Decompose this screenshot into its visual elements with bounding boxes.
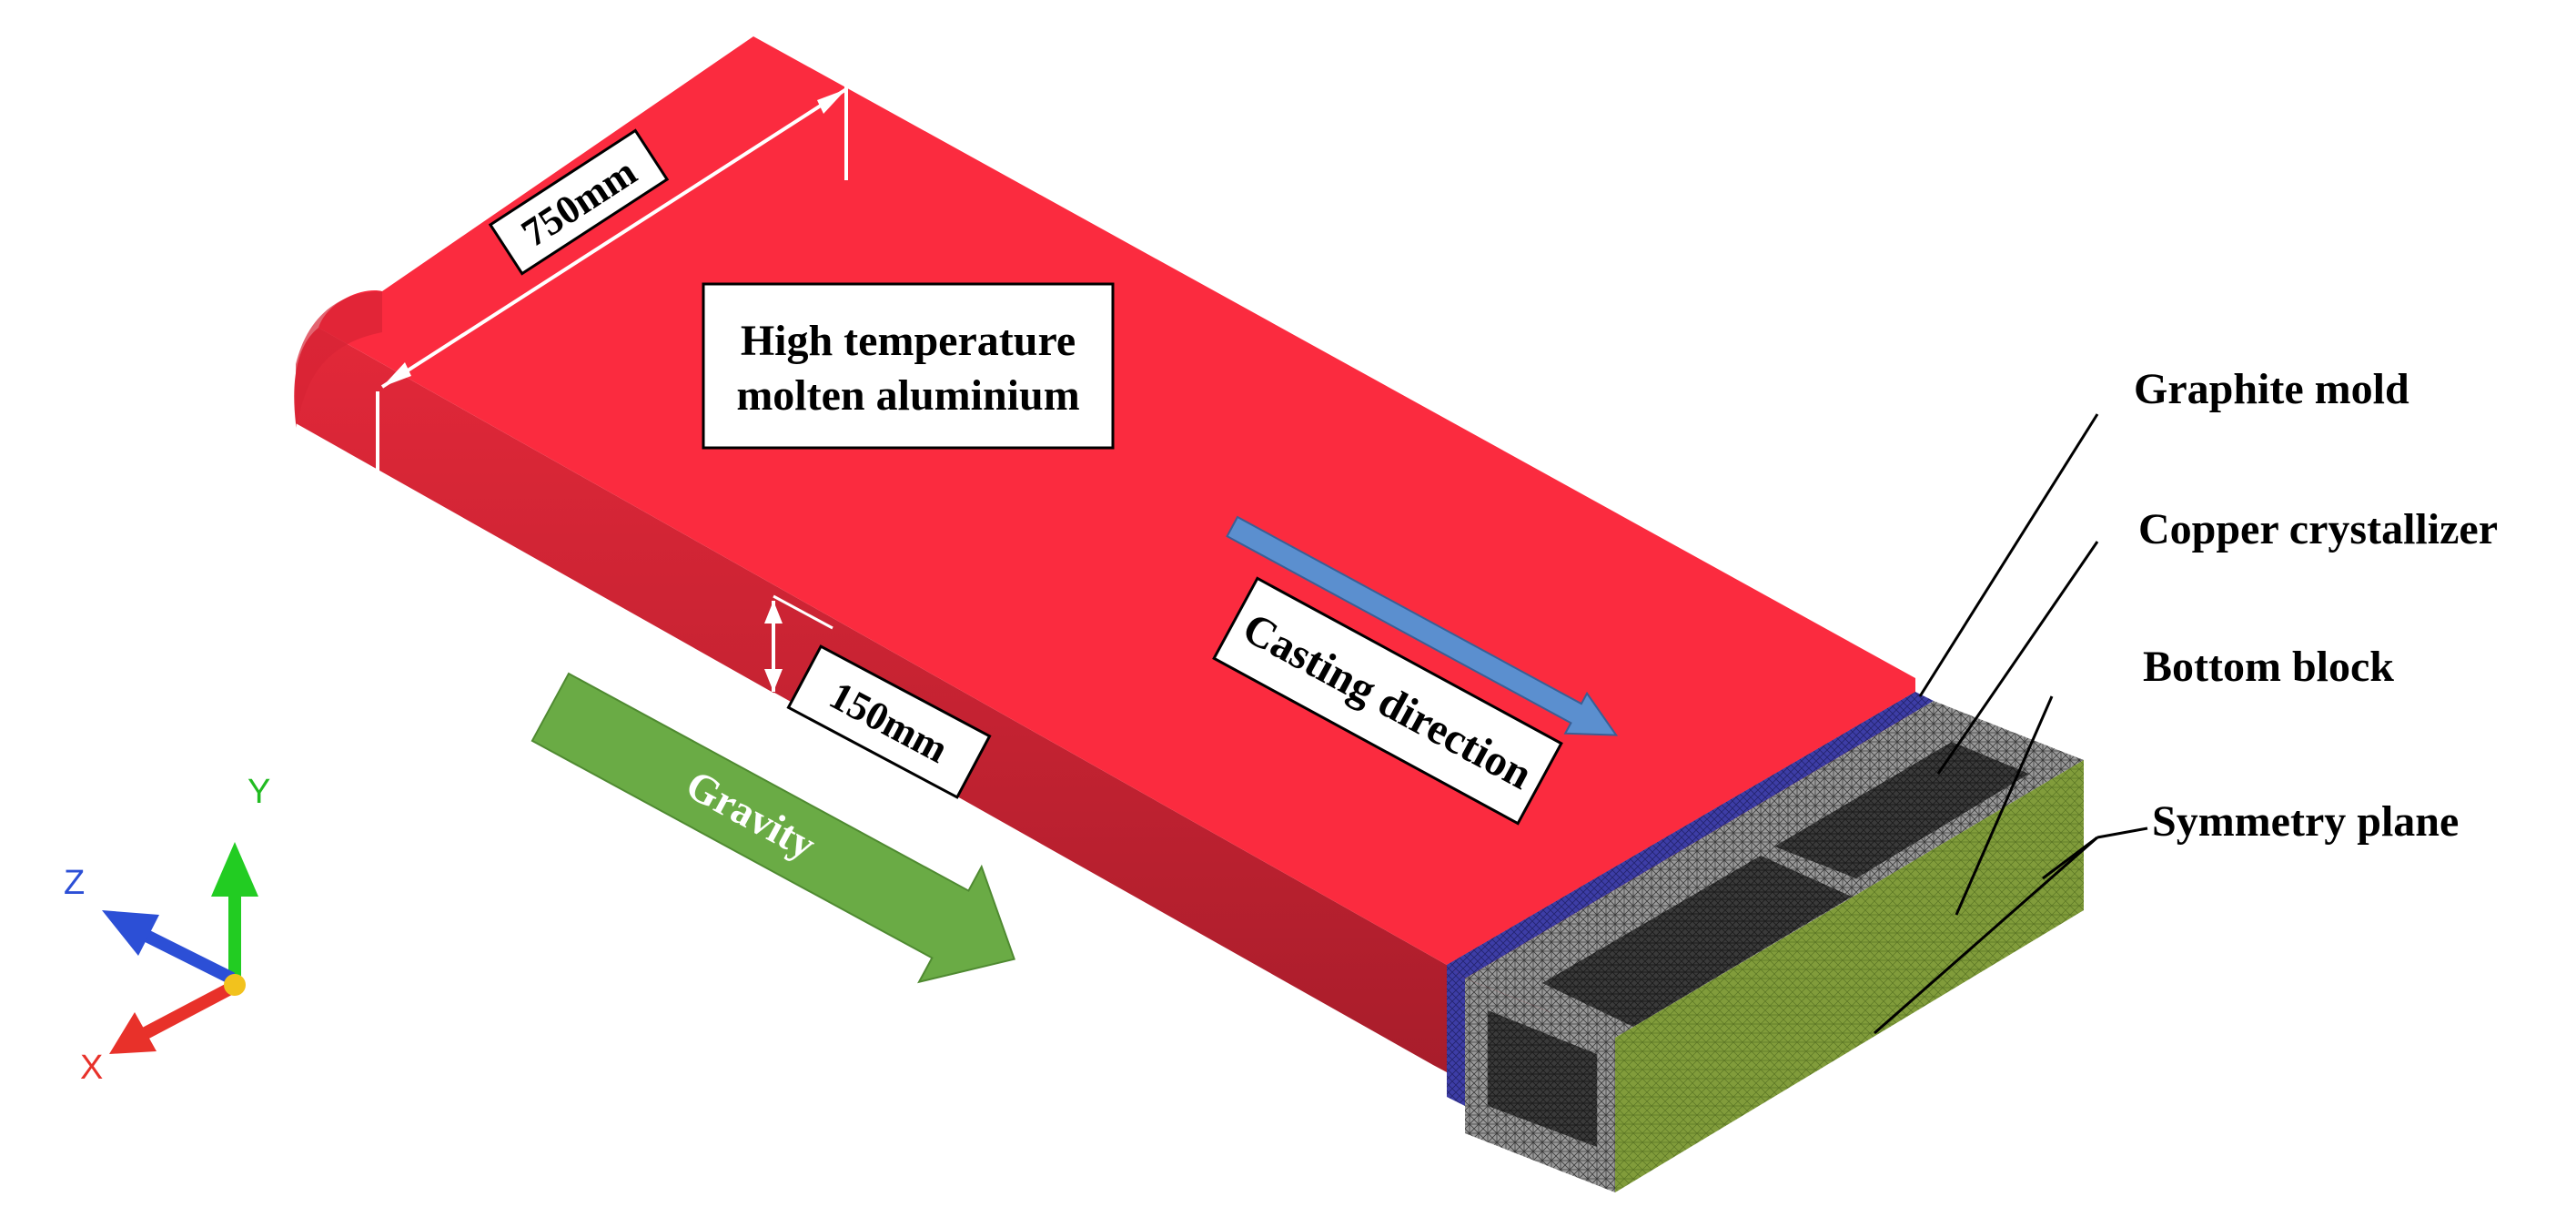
copper-crystallizer-cavity-1	[1542, 856, 1852, 1027]
graphite-mold-label: Graphite mold	[2134, 365, 2409, 413]
axis-y-label: Y	[247, 773, 270, 811]
casting-direction-arrow	[1226, 515, 1619, 736]
slab-rounded-edge	[296, 291, 382, 428]
axes-origin	[224, 974, 246, 996]
component-callouts: Graphite mold Copper crystallizer Bottom…	[1874, 365, 2498, 1035]
gravity-arrow	[530, 672, 1015, 984]
graphite-mold	[1447, 692, 1934, 1106]
molten-label-line1: High temperature	[741, 317, 1076, 365]
axis-z-label: Z	[64, 864, 85, 902]
symmetry-plane-face	[1615, 760, 2084, 1192]
copper-crystallizer-label: Copper crystallizer	[2138, 505, 2498, 553]
coordinate-axes: Y Z X	[64, 773, 270, 1087]
molten-label-line2: molten aluminium	[736, 371, 1079, 420]
symmetry-plane-label: Symmetry plane	[2152, 797, 2459, 846]
molten-aluminium-label: High temperature molten aluminium	[702, 282, 1115, 450]
front-cavity	[1488, 1010, 1597, 1147]
bottom-block-label: Bottom block	[2143, 643, 2394, 691]
copper-crystallizer-cavity-2	[1774, 742, 2029, 878]
axis-x-label: X	[80, 1049, 103, 1087]
meshed-block	[1465, 701, 2084, 1192]
